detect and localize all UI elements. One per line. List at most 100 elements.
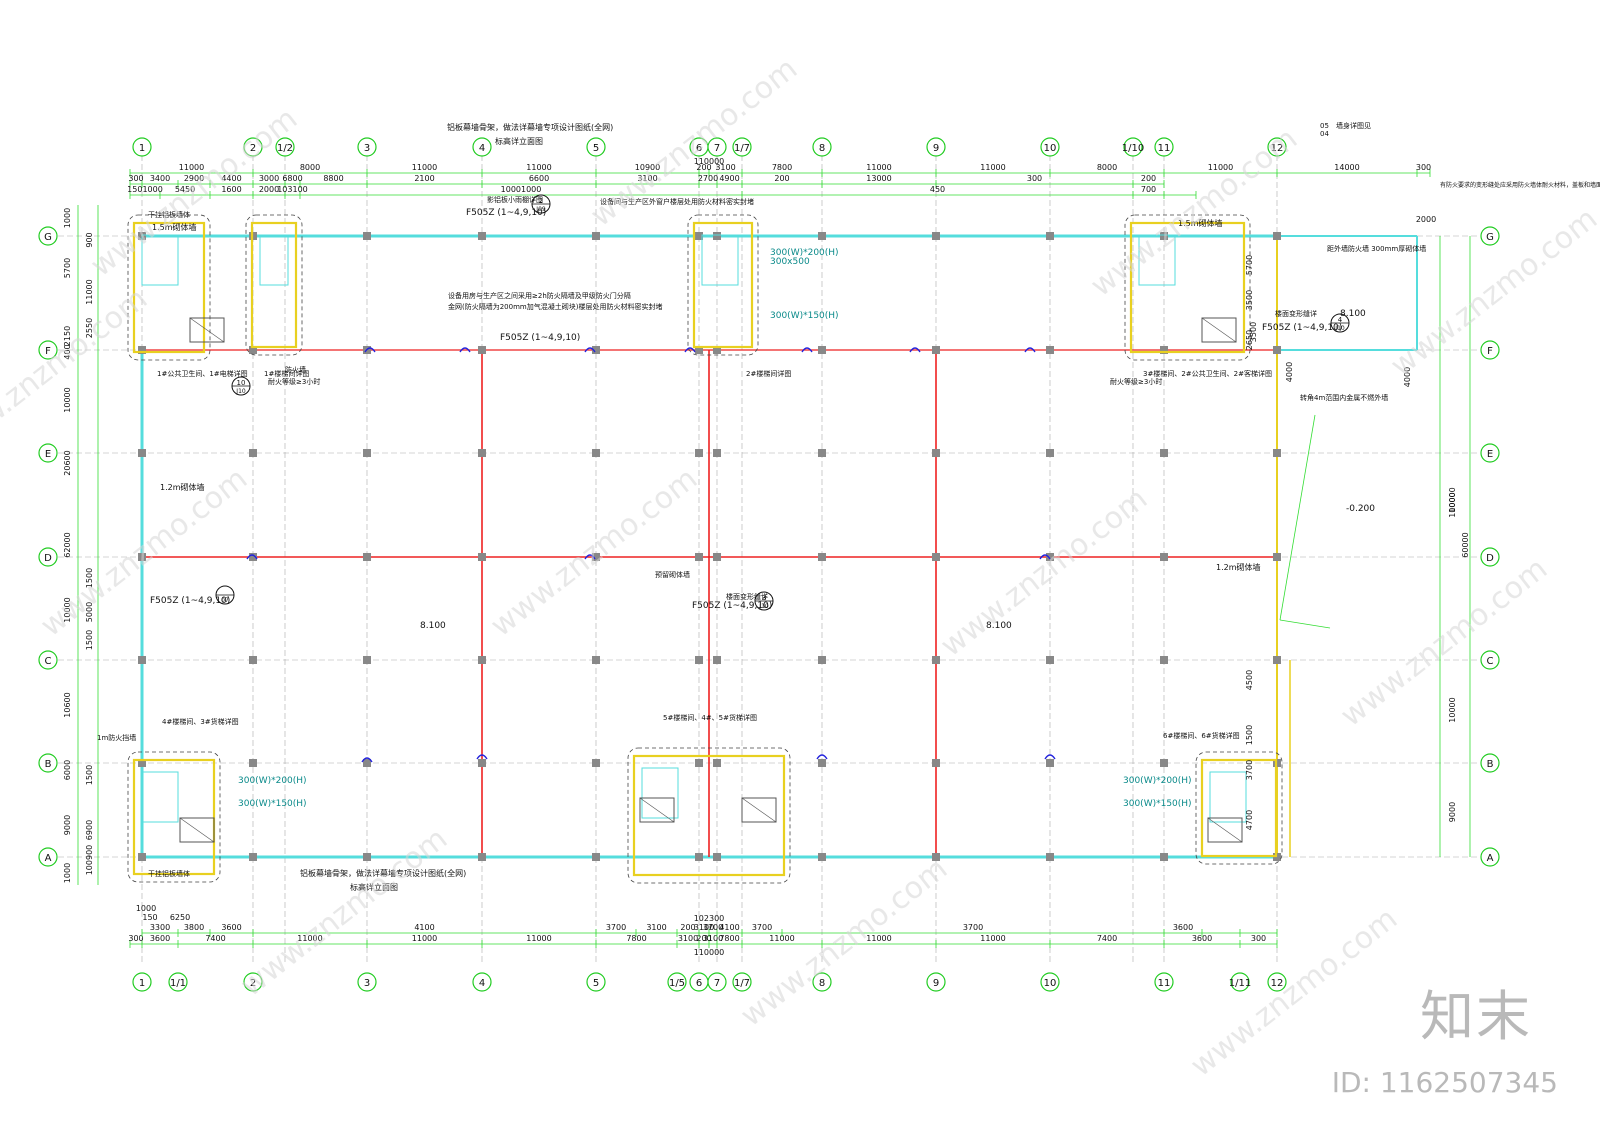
door-swing-f-4: [801, 347, 813, 353]
column-D-1: [138, 553, 146, 561]
axis-top-1/10-label: 1/10: [1122, 143, 1144, 154]
axis-left-G-circle: [38, 226, 58, 246]
axis-bottom-9-circle: [926, 972, 946, 992]
axis-bottom-7-label: 7: [714, 978, 720, 989]
lift-car-x-1: [1201, 317, 1237, 343]
column-D-2: [249, 553, 257, 561]
core-se-stair-boundary: [1195, 751, 1283, 865]
lift-car-x-5: [1207, 817, 1243, 843]
dim-top-row1-label-11: 11000: [1208, 163, 1233, 172]
dim-left2-7: 100900: [85, 845, 94, 876]
axis-bottom-2-circle: [243, 972, 263, 992]
axis-top-1-circle: [132, 137, 152, 157]
note-curtain-wall-bottom: 铝板幕墙骨架，做法详幕墙专项设计图纸(全网): [300, 868, 466, 878]
axis-top-1/7-circle: [732, 137, 752, 157]
watermark-url-8: www.znzmo.com: [734, 851, 954, 1033]
column-B-4: [478, 759, 486, 767]
watermark-url-6: www.znzmo.com: [1334, 551, 1554, 733]
lift-car-2: [179, 817, 215, 843]
dim-bottom-row1-label-12: 11000: [866, 934, 891, 943]
note-fire-wall: 防火墙: [285, 365, 306, 374]
dim-top-row3-label-3: 2000: [259, 185, 279, 194]
axis-bottom-1/7-circle: [732, 972, 752, 992]
dim-bottom-row2-label-0: 3300: [150, 923, 170, 932]
dim-top-row1-label-6: 3100: [715, 163, 735, 172]
dim-top-row1-label-10: 8000: [1097, 163, 1117, 172]
axis-left-E-circle: [38, 443, 58, 463]
note-corner-ref-num: 05: [1320, 122, 1329, 130]
axis-right-F-circle: [1480, 340, 1500, 360]
column-E-10: [1046, 449, 1054, 457]
axis-right-C-label: C: [1487, 656, 1494, 667]
note-equipment: 设备间与生产区外窗户楼层处用防火材料密实封堵: [600, 197, 754, 206]
column-F-7: [713, 346, 721, 354]
core-se-stair-walls: [1200, 758, 1278, 858]
axis-top-8-label: 8: [819, 143, 825, 154]
annotations-layer: 2J093J104J1010J1007铝板幕墙骨架，做法详幕墙专项设计图纸(全网…: [97, 121, 1600, 892]
column-C-10: [1046, 656, 1054, 664]
axis-bottom-3-label: 3: [364, 978, 370, 989]
lift-car-x-0: [189, 317, 225, 343]
dim-bottom-row2-label-3: 4100: [414, 923, 434, 932]
axis-left-C-label: C: [45, 656, 52, 667]
note-reserved-wall: 预留砌体墙: [655, 570, 690, 579]
column-A-2: [249, 853, 257, 861]
dim-left-4: 10000: [63, 387, 72, 412]
core-sw-stair-fixture: [141, 771, 179, 823]
note-beam-3: 300(W)*150(H): [770, 311, 839, 321]
axis-bottom-6-label: 6: [696, 978, 702, 989]
axis-right-D-circle: [1480, 547, 1500, 567]
axis-bottom-8-label: 8: [819, 978, 825, 989]
dim-top-row1-label-9: 11000: [980, 163, 1005, 172]
column-A-11: [1160, 853, 1168, 861]
note-ref-5: F505Z (1~4,9,10): [1262, 323, 1342, 333]
column-F-9: [932, 346, 940, 354]
dim-top-row2-label-13: 13000: [866, 174, 891, 183]
dim-right-7: 10000: [1448, 492, 1457, 517]
column-F-5: [592, 346, 600, 354]
dim-right2-1: 2650: [1245, 330, 1254, 350]
watermark-url-9: www.znzmo.com: [1184, 901, 1404, 1083]
dim-bottom-row1-label-0: 300: [128, 934, 143, 943]
axis-left-A-circle: [38, 847, 58, 867]
note-stair-4: 4#楼梯间、3#货梯详图: [162, 717, 239, 726]
axis-bottom-12-label: 12: [1271, 978, 1284, 989]
note-corner-ref-den: 04: [1320, 130, 1329, 138]
axis-left-F-label: F: [45, 346, 51, 357]
note-wall-1: 1m防火挡墙: [97, 733, 136, 742]
note-stair-6: 6#楼梯间、6#货梯详图: [1163, 731, 1240, 740]
axis-left-G-label: G: [44, 232, 52, 243]
axis-left-C-circle: [38, 650, 58, 670]
core-sw-stair-boundary: [127, 751, 221, 883]
lift-car-0: [189, 317, 225, 343]
column-D-4: [478, 553, 486, 561]
leader-right: [1279, 414, 1316, 621]
axis-bottom-7-circle: [707, 972, 727, 992]
column-B-6: [695, 759, 703, 767]
column-F-2: [249, 346, 257, 354]
note-ref-1: F505Z (1~4,9,10): [466, 208, 546, 218]
column-E-7: [713, 449, 721, 457]
axis-bottom-1/11-label: 1/11: [1229, 978, 1251, 989]
note-firewall-2: 金网(防火隔墙为200mm加气混凝土砌块)楼层处用防火材料密实封堵: [448, 302, 662, 311]
door-swing-0: [246, 554, 258, 560]
dim-right2-2: 4500: [1245, 670, 1254, 690]
ref-bubble-3-num: 3: [762, 594, 766, 602]
column-D-12: [1273, 553, 1281, 561]
dim-top-row3-label-6: 450: [930, 185, 945, 194]
note-toilet-1: 1#公共卫生间、1#电梯详图: [157, 369, 248, 378]
column-C-12: [1273, 656, 1281, 664]
axis-right-G-label: G: [1486, 232, 1494, 243]
leader-right-2: [1279, 619, 1331, 629]
watermark-logo: 知末: [1420, 985, 1532, 1048]
dim-right-0: 2000: [1416, 215, 1436, 224]
ref-bubble-10-num: 10: [237, 379, 246, 387]
axis-bottom-3-circle: [357, 972, 377, 992]
axis-left-B-label: B: [45, 759, 52, 770]
axis-top-7-label: 7: [714, 143, 720, 154]
dim-left2-6: 6900: [85, 820, 94, 840]
ref-bubble-10-den: J10: [235, 388, 246, 395]
dim-right2-6: 4700: [1245, 810, 1254, 830]
dim-left-0: 1000: [63, 208, 72, 228]
